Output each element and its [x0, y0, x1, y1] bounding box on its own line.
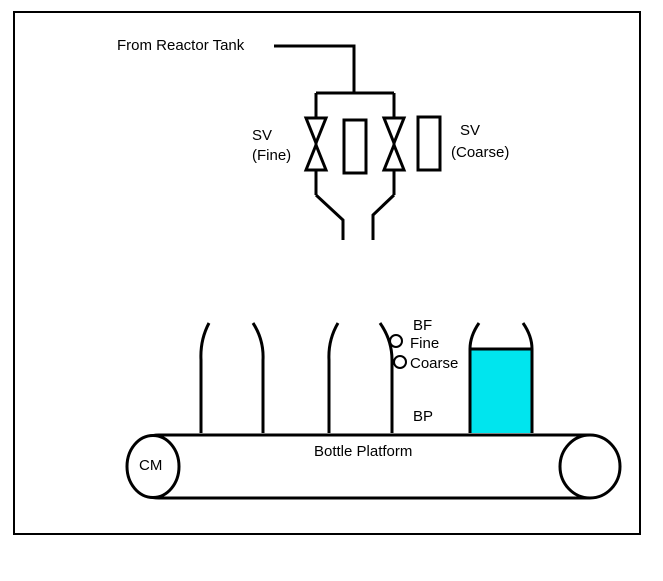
sv-fine-label-line2: (Fine): [252, 147, 291, 164]
actuator-coarse: [416, 115, 442, 172]
sensor-fine-icon: [389, 334, 403, 348]
sensor-coarse-icon: [393, 355, 407, 369]
solenoid-valve-coarse: [381, 115, 442, 172]
bottle-fill-liquid: [470, 349, 532, 433]
solenoid-valve-fine: [303, 116, 368, 175]
bp-label: BP: [413, 408, 433, 425]
platform-label: Bottle Platform: [314, 443, 412, 460]
bottle-1: [199, 322, 211, 433]
sv-coarse-label-line2: (Coarse): [451, 144, 509, 161]
cm-label: CM: [139, 457, 162, 474]
bottle-1-right: [251, 322, 265, 433]
bottle-filled: [468, 322, 534, 433]
coarse-sensor-label: Coarse: [410, 355, 458, 372]
actuator-fine: [342, 118, 368, 175]
filling-nozzle: [314, 193, 396, 240]
source-label: From Reactor Tank: [117, 37, 245, 54]
conveyor-motor: [125, 434, 181, 499]
fine-sensor-label: Fine: [410, 335, 439, 352]
bf-label: BF: [413, 317, 432, 334]
supply-pipe: [274, 44, 396, 195]
conveyor-end-roller: [558, 433, 622, 500]
bottle-2: [327, 322, 340, 433]
sv-coarse-label-line1: SV: [460, 122, 480, 139]
sv-fine-label-line1: SV: [252, 127, 272, 144]
conveyor-belt: [125, 433, 622, 500]
diagram-frame: [13, 11, 641, 535]
